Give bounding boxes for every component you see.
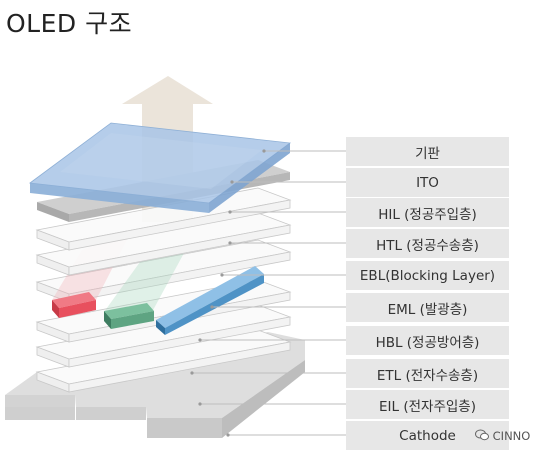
label-htl: HTL (정공수송층): [346, 229, 509, 258]
blue-emitter: [156, 266, 264, 335]
label-ito: ITO: [346, 168, 509, 197]
watermark: CINNO: [475, 429, 530, 443]
label-eil: EIL (전자주입층): [346, 390, 509, 419]
green-light-beam: [104, 242, 190, 312]
red-emitter: [52, 292, 96, 318]
label-etl: ETL (전자수송층): [346, 359, 509, 388]
label-substrate: 기판: [346, 137, 509, 166]
label-eml: EML (발광층): [346, 293, 509, 322]
label-ebl: EBL(Blocking Layer): [346, 261, 509, 290]
label-hbl: HBL (정공방어층): [346, 326, 509, 355]
wechat-icon: [475, 429, 489, 441]
page-title: OLED 구조: [6, 9, 133, 38]
green-emitter: [104, 303, 154, 329]
leader-dots: [190, 149, 266, 437]
htl-layer: [35, 212, 292, 276]
substrate-layer: [28, 122, 292, 213]
label-hil: HIL (정공주입층): [346, 198, 509, 227]
leader-lines: [192, 150, 346, 436]
watermark-text: CINNO: [492, 429, 531, 443]
eil-layer: [35, 329, 292, 393]
